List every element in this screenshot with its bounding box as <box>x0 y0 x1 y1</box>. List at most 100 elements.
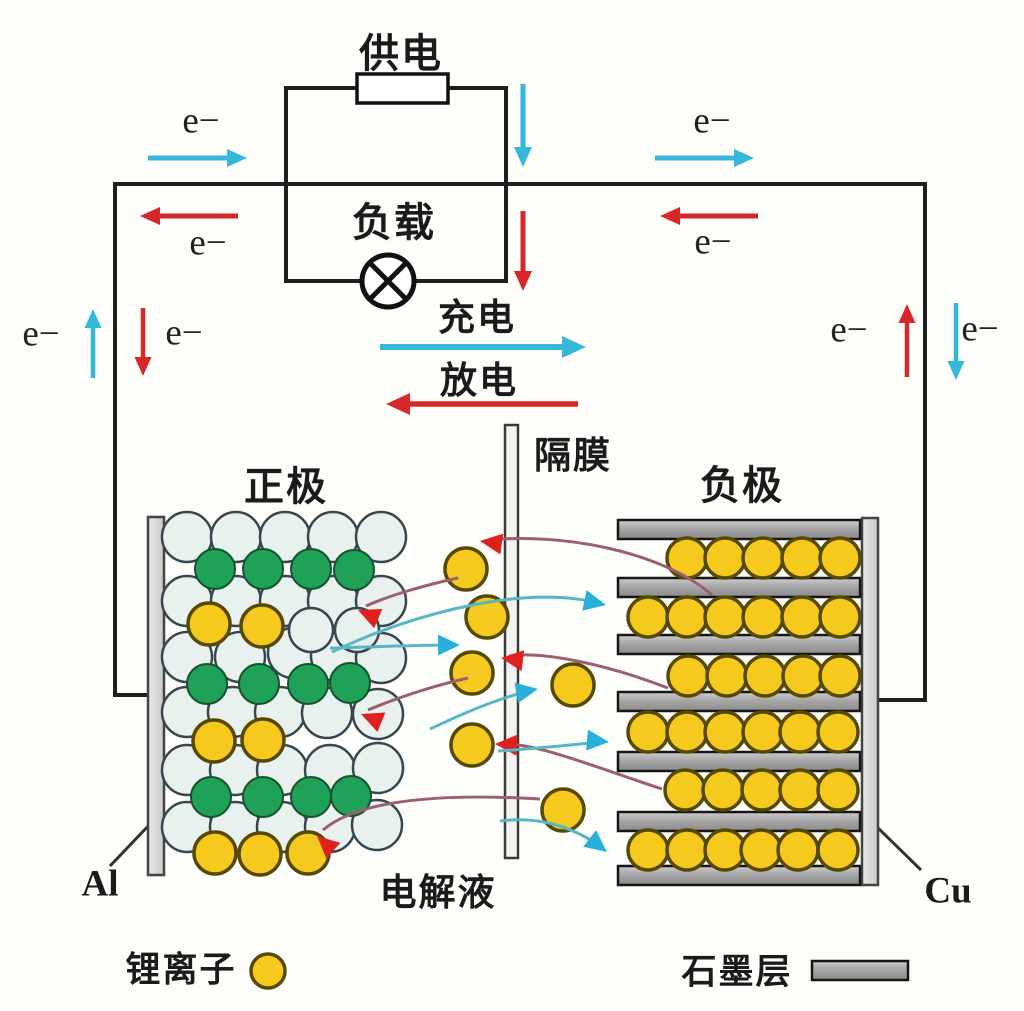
lithium-ion-in-anode <box>816 710 860 754</box>
lithium-ion-in-anode <box>665 595 709 639</box>
cathode-green-particle <box>290 548 332 590</box>
cathode-material-particle <box>287 606 335 654</box>
lithium-ion-in-anode <box>778 768 822 812</box>
lithium-ion-in-electrolyte <box>449 722 495 768</box>
lithium-ion-in-cathode <box>186 601 232 647</box>
graphite-layer-bar <box>616 576 862 599</box>
charge-label: 充电 <box>438 297 516 338</box>
cathode-green-particle <box>242 776 284 818</box>
lithium-ion-in-cathode <box>239 603 285 649</box>
load-label: 负载 <box>352 201 436 245</box>
lithium-ion-in-anode <box>701 768 745 812</box>
lithium-ion-in-anode <box>778 710 822 754</box>
cathode-green-particle <box>242 548 284 590</box>
electron-label: e− <box>693 100 731 142</box>
lithium-ion-in-electrolyte <box>550 662 596 708</box>
anode-label: 负极 <box>700 464 784 508</box>
charge-ion-path <box>331 595 599 654</box>
load-lamp-cross <box>367 260 409 302</box>
lithium-ion-in-anode <box>663 768 707 812</box>
circuit-wire <box>113 182 150 697</box>
charge-ion-arrowhead <box>586 729 609 751</box>
charge-ion-arrowhead <box>583 830 607 852</box>
discharge-ion-arrowhead <box>358 608 383 629</box>
separator-label: 隔膜 <box>534 435 612 476</box>
lithium-ion-in-cathode <box>237 831 283 877</box>
graphite-layer-bar <box>616 750 862 773</box>
lithium-ion-in-anode <box>776 828 820 872</box>
lithium-ion-in-anode <box>780 536 824 580</box>
lithium-ion-in-electrolyte <box>449 650 495 696</box>
cathode-green-particle <box>190 776 232 818</box>
graphite-layer-bar <box>616 633 862 656</box>
discharge-ion-arrowhead <box>361 712 386 732</box>
lithium-ion-in-anode <box>780 595 824 639</box>
electron-label: e− <box>189 222 227 264</box>
charge-arrowhead <box>227 149 247 167</box>
graphite-legend-label: 石墨层 <box>681 952 793 992</box>
discharge-arrowhead <box>140 207 160 225</box>
lithium-ion-in-anode <box>703 536 747 580</box>
discharge-ion-path <box>367 676 469 712</box>
lithium-ion-in-cathode <box>240 717 286 763</box>
lithium-ion-in-anode <box>741 595 785 639</box>
al-collector-label: Al <box>81 863 119 905</box>
al-current-collector <box>146 515 166 877</box>
charge-arrowhead <box>734 149 754 167</box>
lithium-ion-in-anode <box>705 654 749 698</box>
lithium-ion-in-anode <box>665 536 709 580</box>
cathode-green-particle <box>290 776 332 818</box>
cathode-material-particle <box>354 510 408 564</box>
charge-arrowhead <box>947 361 965 380</box>
charge-arrowhead <box>514 147 532 167</box>
collector-leader-line <box>874 824 923 872</box>
power-supply-resistor <box>355 72 450 105</box>
lithium-ion-in-anode <box>816 768 860 812</box>
li-ion-legend-label: 锂离子 <box>125 950 237 990</box>
lithium-ion-in-anode <box>743 654 787 698</box>
electron-label: e− <box>830 309 868 351</box>
lithium-ion-in-anode <box>703 595 747 639</box>
discharge-ion-path <box>487 537 713 597</box>
lithium-ion-in-anode <box>816 828 860 872</box>
discharge-arrowhead <box>514 271 532 291</box>
discharge-label: 放电 <box>440 360 518 401</box>
cathode-material-particle <box>350 798 404 852</box>
cathode-green-particle <box>287 663 329 705</box>
graphite-legend-symbol <box>810 959 910 982</box>
lithium-ion-in-anode <box>781 654 825 698</box>
cathode-green-particle <box>330 775 372 817</box>
lithium-ion-in-cathode <box>192 830 238 876</box>
cu-collector-label: Cu <box>924 870 972 912</box>
charge-arrowhead <box>562 336 586 358</box>
lithium-ion-in-anode <box>739 828 783 872</box>
discharge-arrowhead <box>660 207 680 225</box>
electron-label: e− <box>182 100 220 142</box>
discharge-ion-arrowhead <box>480 533 504 555</box>
lithium-ion-in-electrolyte <box>540 787 586 833</box>
lithium-ion-in-anode <box>818 654 862 698</box>
collector-leader-line <box>108 820 154 868</box>
graphite-layer-bar <box>616 810 862 833</box>
lithium-ion-in-anode <box>626 828 670 872</box>
power-supply-label: 供电 <box>359 32 443 76</box>
charge-arrowhead <box>84 309 102 328</box>
cathode-green-particle <box>333 549 375 591</box>
lithium-ion-in-anode <box>703 710 747 754</box>
lithium-ion-in-anode <box>665 828 709 872</box>
lithium-ion-in-electrolyte <box>443 546 489 592</box>
cathode-green-particle <box>194 548 236 590</box>
circuit-wire <box>876 182 927 702</box>
cu-current-collector <box>860 516 880 887</box>
lithium-ion-in-anode <box>703 828 747 872</box>
lithium-ion-in-anode <box>626 710 670 754</box>
electrolyte-label: 电解液 <box>379 872 497 913</box>
cathode-label: 正极 <box>244 465 328 509</box>
lithium-ion-in-anode <box>818 595 862 639</box>
discharge-arrowhead <box>386 393 410 415</box>
charge-ion-arrowhead <box>514 682 538 704</box>
li-ion-legend-symbol <box>249 952 287 990</box>
cathode-green-particle <box>238 663 280 705</box>
